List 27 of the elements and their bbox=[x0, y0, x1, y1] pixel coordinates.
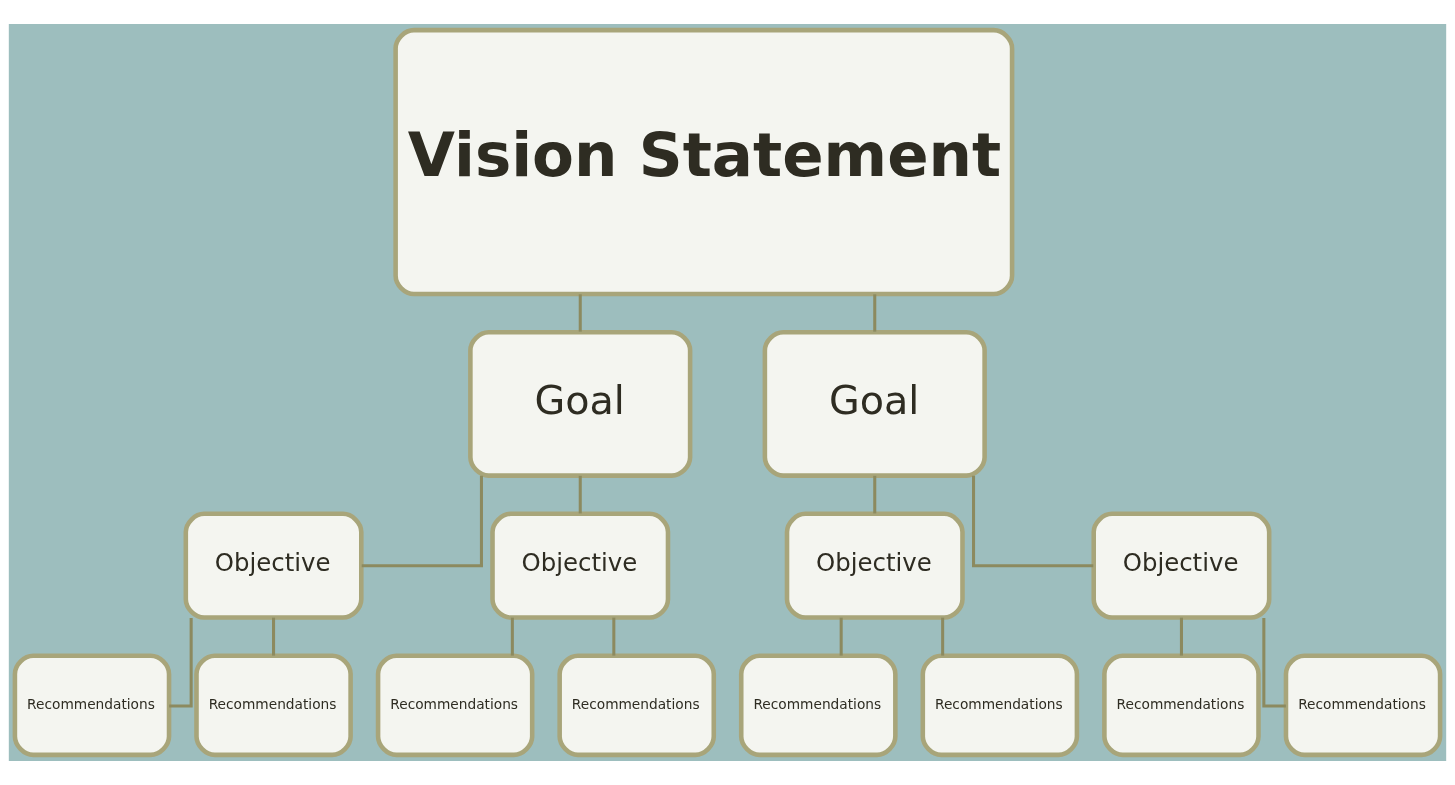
connector bbox=[941, 617, 945, 656]
node-box: Recommendations bbox=[920, 653, 1080, 758]
connector bbox=[612, 617, 616, 656]
node-box: Goal bbox=[762, 329, 987, 478]
node-box: Recommendations bbox=[1102, 653, 1261, 758]
connector bbox=[1179, 617, 1183, 656]
connector bbox=[873, 294, 877, 332]
node-box: Recommendations bbox=[194, 653, 353, 758]
node-box: Vision Statement bbox=[393, 27, 1015, 297]
node-box: Objective bbox=[183, 511, 364, 620]
connector bbox=[873, 475, 877, 514]
node-box: Objective bbox=[784, 511, 965, 620]
connector bbox=[510, 617, 514, 656]
node-box: Objective bbox=[1091, 511, 1272, 620]
connector bbox=[578, 475, 582, 514]
node-box: Recommendations bbox=[557, 653, 717, 758]
connector bbox=[839, 617, 843, 656]
connector bbox=[361, 475, 483, 568]
node-box: Goal bbox=[468, 329, 693, 478]
node-box: Recommendations bbox=[1283, 653, 1443, 758]
connector bbox=[272, 617, 276, 656]
node-box: Recommendations bbox=[738, 653, 898, 758]
node-box: Objective bbox=[490, 511, 671, 620]
connector bbox=[578, 294, 582, 332]
node-box: Recommendations bbox=[12, 653, 172, 758]
connector bbox=[972, 475, 1094, 568]
node-box: Recommendations bbox=[375, 653, 535, 758]
